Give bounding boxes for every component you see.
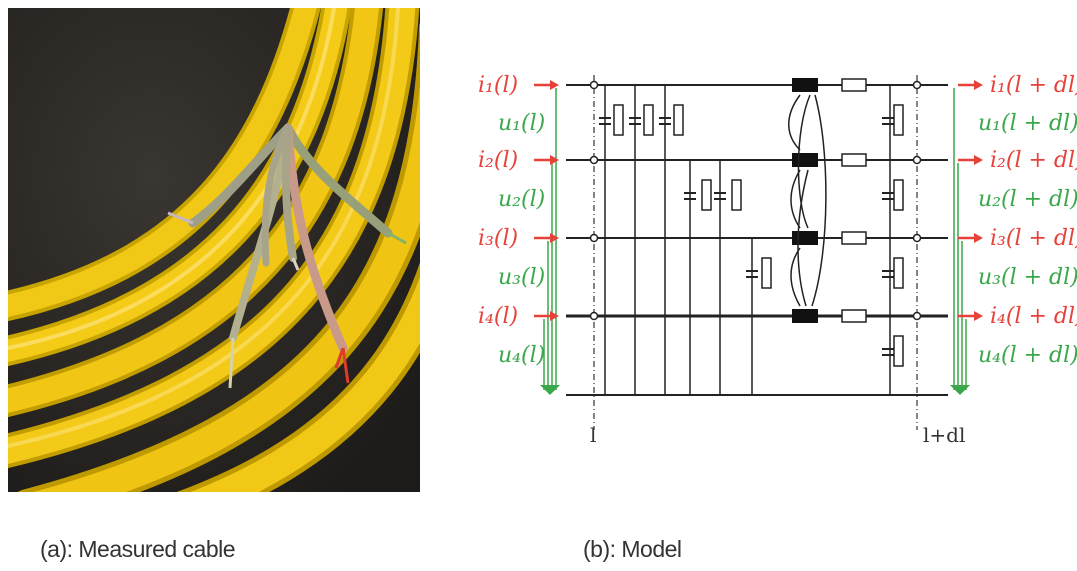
right-current-1: i₁(l + dl) [990, 73, 1077, 98]
right-voltage-1: u₁(l + dl) [978, 111, 1077, 136]
left-current-2: i₂(l) [478, 148, 518, 173]
position-right-label: l+dl [923, 423, 965, 447]
inductor-3 [792, 231, 818, 245]
left-voltage-2: u₂(l) [498, 187, 545, 212]
resistor-2 [841, 153, 867, 167]
left-voltage-3: u₃(l) [498, 265, 545, 290]
cable-photo [8, 8, 420, 492]
caption-model: (b): Model [583, 536, 682, 562]
resistor-3 [841, 231, 867, 245]
left-current-3: i₃(l) [478, 226, 518, 251]
right-current-4: i₄(l + dl) [990, 304, 1077, 329]
inductor-4 [792, 309, 818, 323]
right-current-3: i₃(l + dl) [990, 226, 1077, 251]
right-current-2: i₂(l + dl) [990, 148, 1077, 173]
inductor-2 [792, 153, 818, 167]
right-voltage-2: u₂(l + dl) [978, 187, 1077, 212]
inductor-1 [792, 78, 818, 92]
right-voltage-3: u₃(l + dl) [978, 265, 1077, 290]
right-voltage-4: u₄(l + dl) [978, 343, 1077, 368]
position-left-label: l [590, 423, 596, 447]
cable-model-diagram: i₁(l) i₂(l) i₃(l) i₄(l) u₁(l) u₂(l) u₃(l… [478, 73, 1077, 447]
resistor-1 [841, 78, 867, 92]
caption-measured-cable: (a): Measured cable [40, 536, 236, 562]
left-voltage-1: u₁(l) [498, 111, 545, 136]
left-current-1: i₁(l) [478, 73, 518, 98]
resistor-4 [841, 309, 867, 323]
left-voltage-4: u₄(l) [498, 343, 545, 368]
left-current-4: i₄(l) [478, 304, 518, 329]
